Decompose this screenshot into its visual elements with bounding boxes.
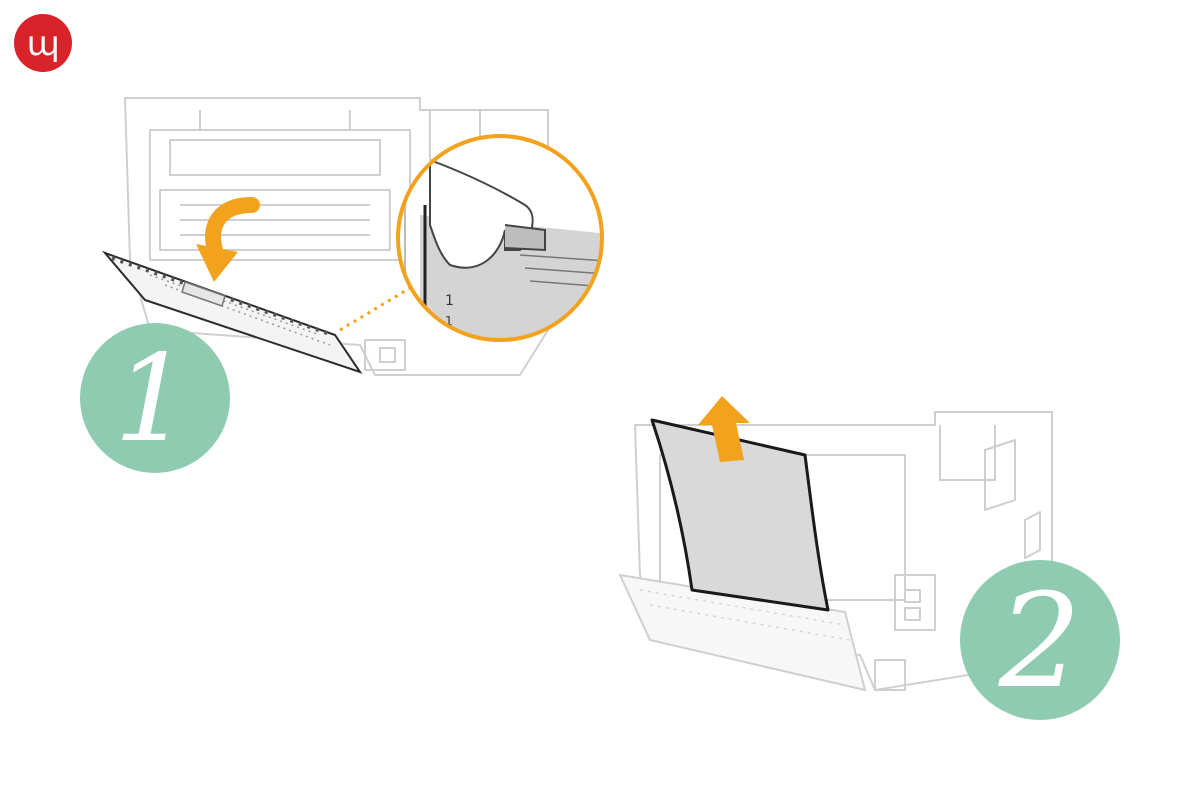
callout-mark-2: 1 — [445, 314, 453, 328]
step-2-badge: 2 — [960, 560, 1120, 720]
logo-glyph: ɰ — [26, 24, 59, 64]
brand-logo: ɰ — [14, 14, 72, 72]
step-1-rear-cover — [101, 250, 363, 374]
step-2-paper-sheet — [650, 418, 830, 612]
callout-connector — [339, 283, 416, 332]
step-1-badge: 1 — [80, 323, 230, 473]
step-2-number: 2 — [998, 565, 1082, 717]
step-2-arrow-icon — [698, 396, 750, 462]
callout-mark-1: 1 — [445, 293, 454, 309]
logo-circle — [14, 14, 72, 72]
step-1-printer-illustration — [124, 97, 549, 376]
step-1-number: 1 — [114, 330, 190, 469]
step-1-arrow-icon — [196, 197, 260, 282]
step-1-callout-magnifier: 1 1 — [396, 134, 604, 342]
